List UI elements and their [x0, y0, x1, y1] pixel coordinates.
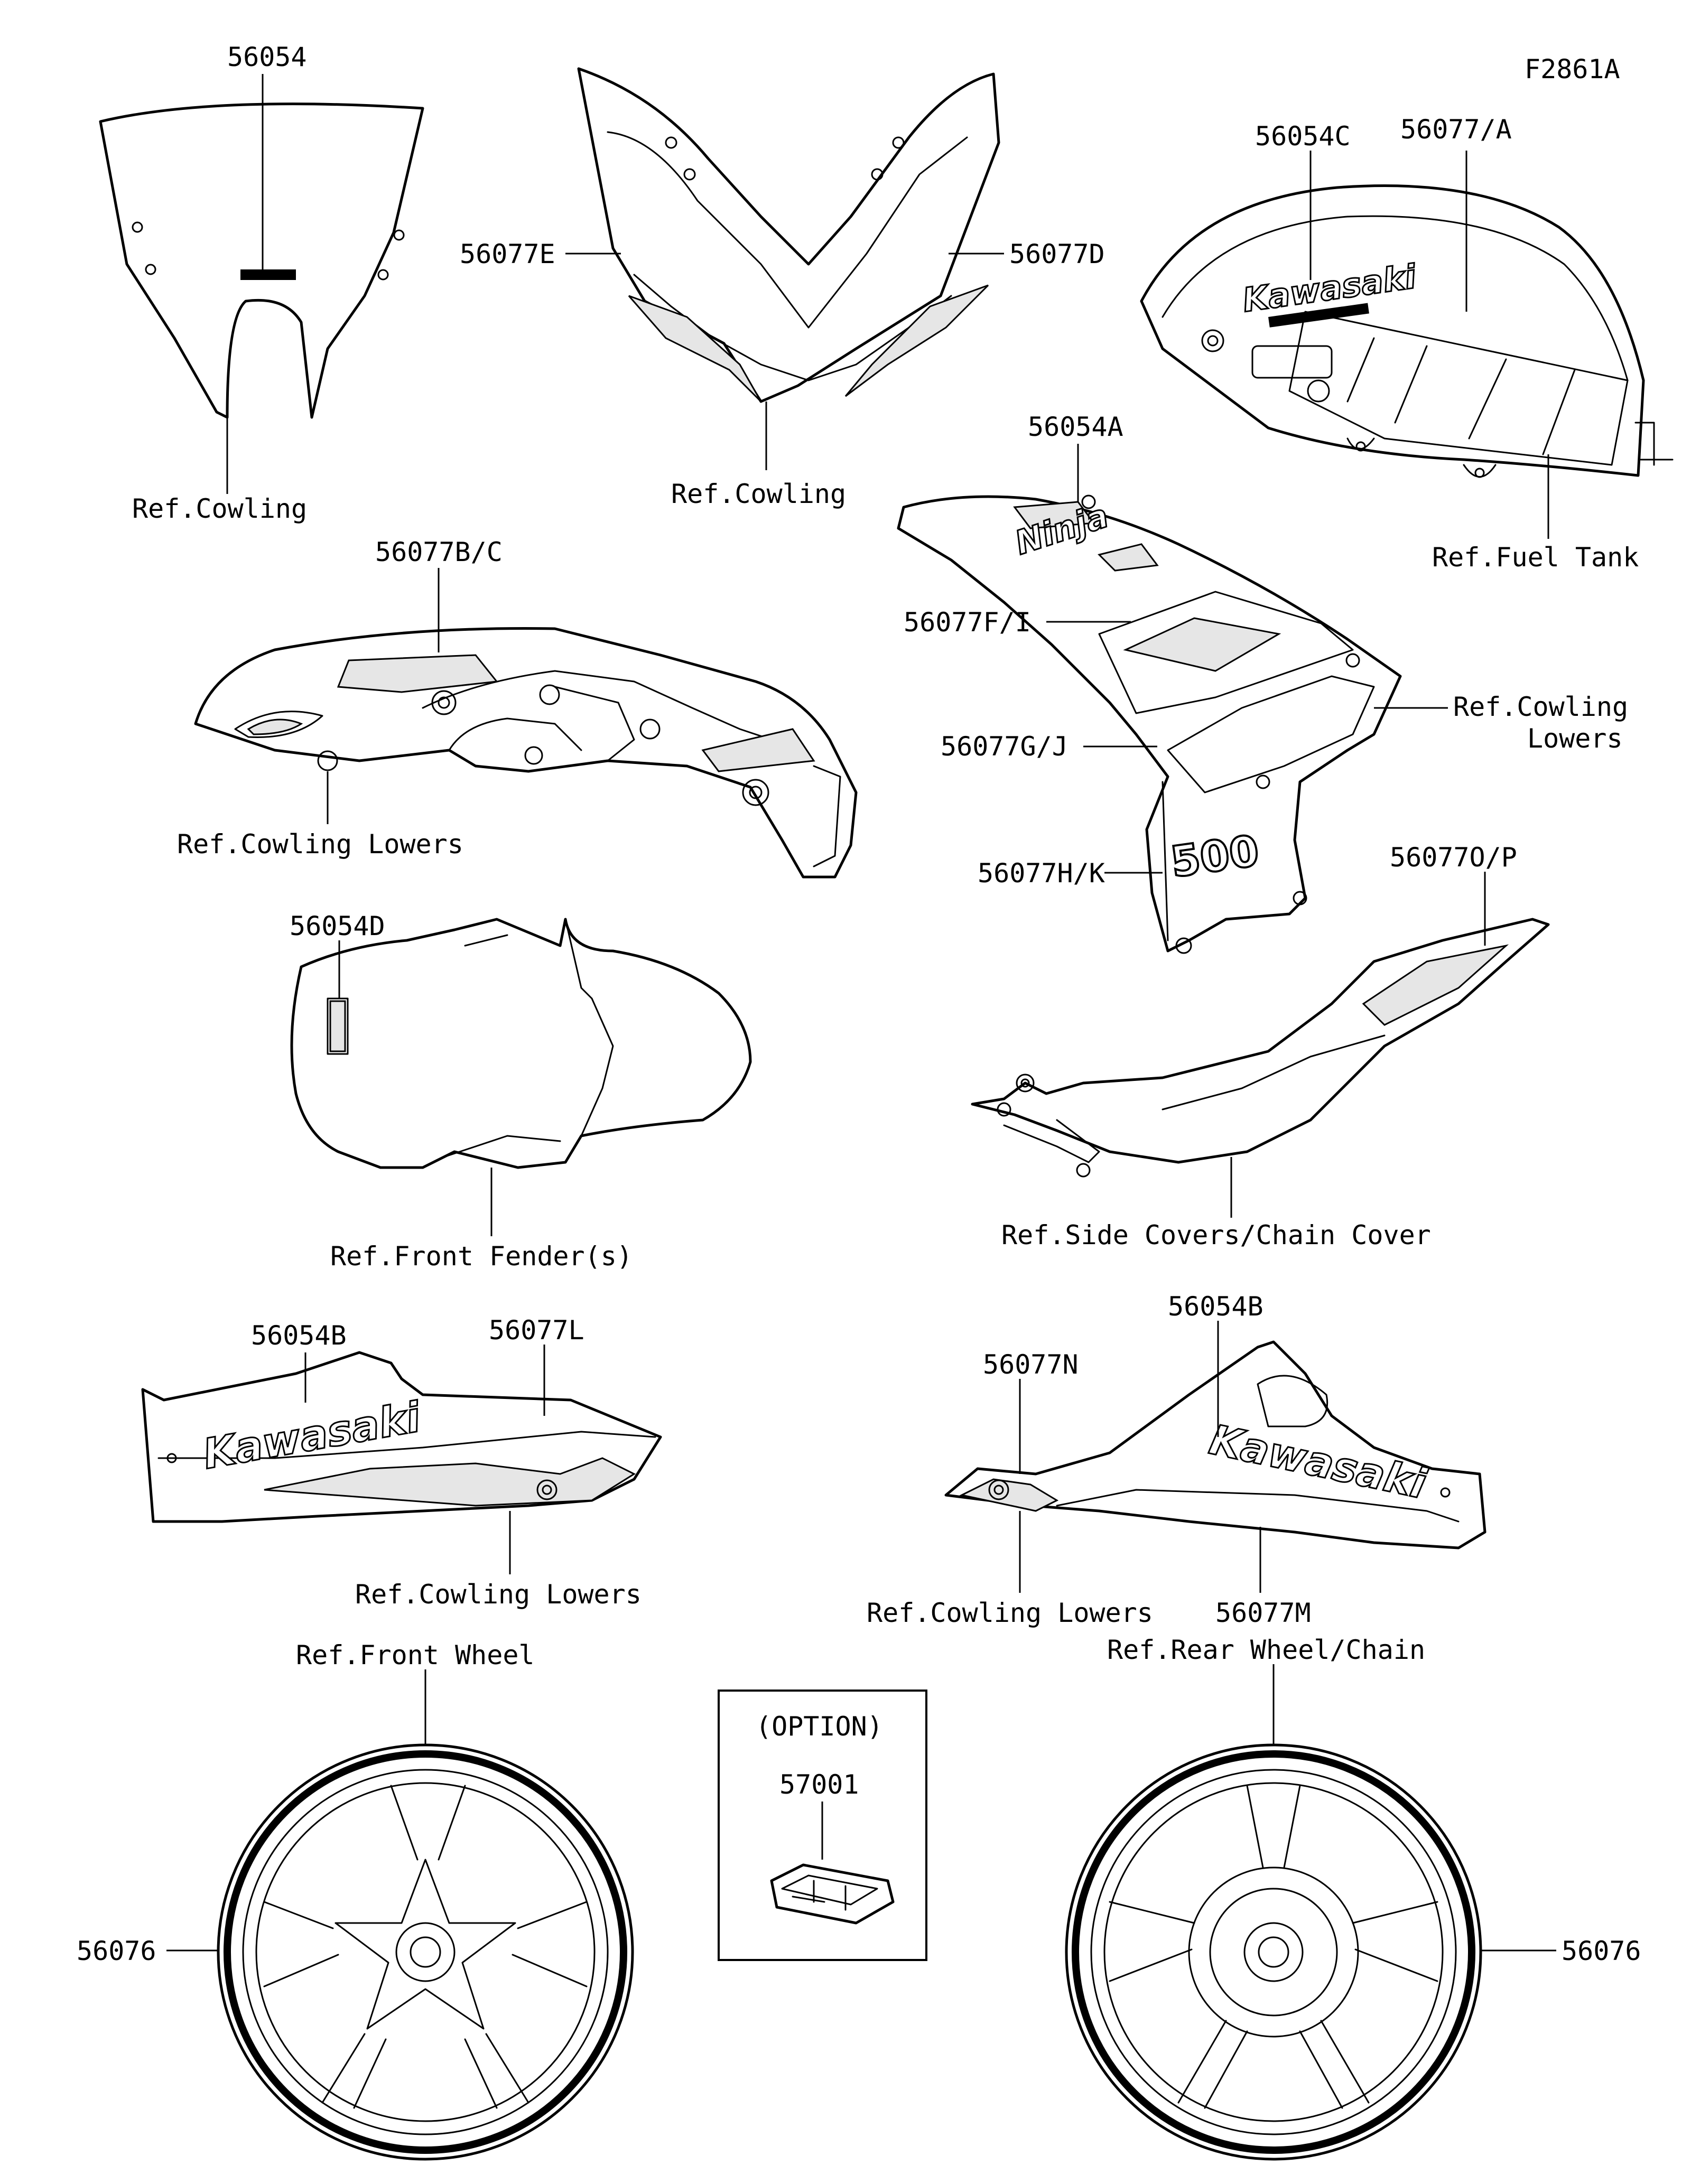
front-fender-drawing — [290, 918, 752, 1169]
side-cowling-drawing: Ninja 500 — [897, 494, 1402, 954]
label-56077HK: 56077H/K — [978, 858, 1105, 889]
label-56054A: 56054A — [1028, 412, 1123, 442]
label-56077M: 56077M — [1215, 1598, 1311, 1628]
windscreen-decal — [240, 269, 296, 280]
fender-decal — [327, 997, 349, 1055]
frame-cover-drawing — [194, 627, 858, 879]
rear-wheel-drawing — [1065, 1743, 1482, 2161]
label-56077OP: 56077O/P — [1390, 842, 1517, 873]
ref-rear-wheel: Ref.Rear Wheel/Chain — [1107, 1635, 1425, 1665]
label-56054C: 56054C — [1255, 121, 1351, 152]
label-57001: 57001 — [779, 1769, 859, 1800]
front-wheel-drawing — [217, 1743, 634, 2161]
ref-cowling-lowers-1: Ref.Cowling Lowers — [177, 829, 463, 860]
option-label: (OPTION) — [756, 1711, 883, 1742]
ref-fuel-tank: Ref.Fuel Tank — [1432, 542, 1639, 573]
tail-cover-drawing — [971, 918, 1550, 1178]
label-56077FI: 56077F/I — [904, 607, 1031, 638]
figure-code: F2861A — [1525, 54, 1620, 85]
label-56077GJ: 56077G/J — [941, 731, 1068, 762]
upper-cowling-drawing — [577, 67, 1000, 403]
option-box — [718, 1690, 927, 1961]
label-56077N: 56077N — [983, 1349, 1079, 1380]
label-56076-right: 56076 — [1562, 1936, 1641, 1966]
ref-front-wheel: Ref.Front Wheel — [296, 1640, 535, 1670]
left-lower-cowling-drawing: Kawasaki — [141, 1351, 662, 1523]
ref-cowling-lowers-3: Ref.Cowling Lowers — [355, 1579, 642, 1610]
wheel-tape-kit-drawing — [770, 1863, 895, 1925]
right-lower-cowling-drawing: Kawasaki — [944, 1340, 1486, 1550]
ref-cowling-lowers-2a: Ref.Cowling — [1453, 692, 1628, 722]
label-56054: 56054 — [227, 42, 307, 72]
label-56077BC: 56077B/C — [375, 537, 503, 567]
label-56077A: 56077/A — [1400, 114, 1512, 145]
label-56077L: 56077L — [489, 1315, 584, 1346]
label-56077D: 56077D — [1009, 239, 1105, 269]
label-56076-left: 56076 — [77, 1936, 156, 1966]
label-56054B-left: 56054B — [251, 1320, 347, 1351]
ref-cowling-lowers-2b: Lowers — [1527, 723, 1623, 754]
label-56054D: 56054D — [290, 911, 385, 941]
label-56054B-right: 56054B — [1168, 1291, 1263, 1322]
ref-cowling-1: Ref.Cowling — [132, 493, 307, 524]
ref-cowling-2: Ref.Cowling — [671, 479, 846, 509]
ref-side-covers: Ref.Side Covers/Chain Cover — [1001, 1220, 1431, 1250]
fuel-tank-drawing: Kawasaki — [1140, 184, 1674, 478]
label-56077E: 56077E — [460, 239, 555, 269]
windscreen-drawing — [99, 102, 424, 419]
ref-front-fender: Ref.Front Fender(s) — [330, 1241, 633, 1272]
ref-cowling-lowers-4: Ref.Cowling Lowers — [867, 1598, 1153, 1628]
